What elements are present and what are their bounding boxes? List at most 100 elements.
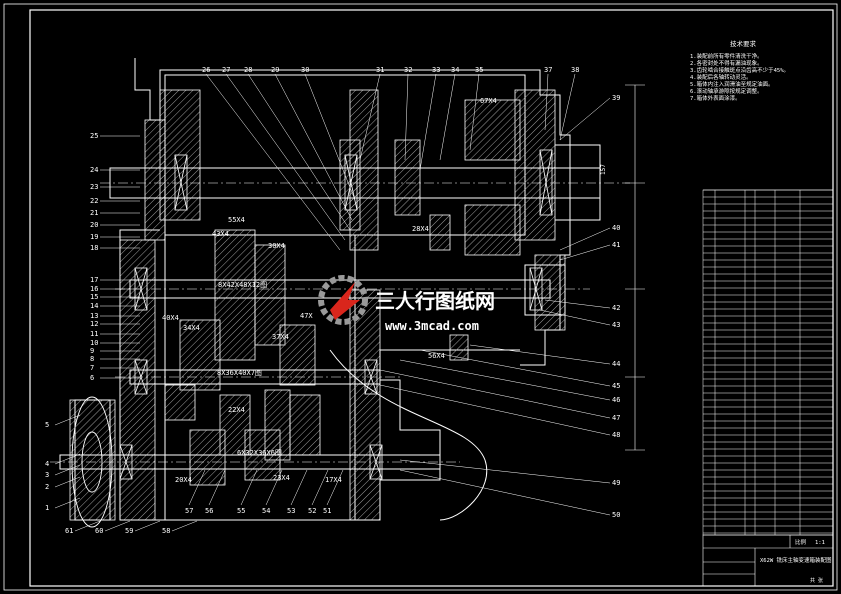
leader-line — [225, 73, 346, 241]
note-line: 3.齿轮啮合接触斑点沿齿高不少于45%。 — [690, 66, 789, 74]
callout-left-9: 9 — [90, 347, 94, 355]
arrow-logo-icon — [330, 282, 360, 320]
callout-right-45: 45 — [612, 382, 620, 390]
leader-line — [290, 469, 308, 506]
callout-left-23: 23 — [90, 183, 98, 191]
callout-right-48: 48 — [612, 431, 620, 439]
callout-left-10: 10 — [90, 339, 98, 347]
callout-left-22: 22 — [90, 197, 98, 205]
leader-line — [359, 73, 381, 161]
leader-line — [54, 476, 81, 488]
gear-label: 67X4 — [480, 97, 497, 105]
leader-line — [208, 469, 226, 506]
shaft-spec-label: 8X42X48X12图 — [218, 281, 267, 289]
gear-label: 30X4 — [268, 242, 285, 250]
leader-line — [134, 520, 161, 532]
leader-line — [399, 359, 611, 401]
callout-right-47: 47 — [612, 414, 620, 422]
leader-line — [304, 73, 356, 201]
callout-left-15: 15 — [90, 293, 98, 301]
watermark-logo: 三人行图纸网 www.3mcad.com — [318, 275, 495, 333]
callout-left-18: 18 — [90, 244, 98, 252]
callout-left-24: 24 — [90, 166, 98, 174]
gear-label: 37X4 — [272, 333, 289, 341]
callout-bottom-57: 57 — [185, 507, 193, 515]
callout-bottom-52: 52 — [308, 507, 316, 515]
leader-line — [326, 469, 344, 506]
leader-line — [265, 469, 283, 506]
leader-line — [559, 97, 611, 141]
callout-bottom-56: 56 — [205, 507, 213, 515]
leader-line — [188, 469, 206, 506]
leader-line — [247, 73, 351, 231]
scale-label: 比例 — [795, 538, 807, 546]
gear-labels: 67X455X443X430X428X440X434X447X37X456X42… — [162, 97, 497, 484]
callout-top-35: 35 — [475, 66, 483, 74]
callout-top-34: 34 — [451, 66, 459, 74]
callout-right-44: 44 — [612, 360, 620, 368]
leader-line — [379, 384, 611, 436]
leader-line — [74, 520, 101, 532]
leader-line — [419, 73, 437, 171]
gears — [164, 139, 469, 486]
leader-lines — [54, 73, 611, 532]
leader-line — [544, 299, 611, 309]
gear-label: 17X4 — [325, 476, 342, 484]
callout-left-17: 17 — [90, 276, 98, 284]
scale-value: 1:1 — [815, 540, 825, 546]
dimension-label-1: 157 — [600, 164, 607, 175]
callout-left-7: 7 — [90, 364, 94, 372]
callout-lower-left-58: 58 — [162, 527, 170, 535]
leader-line — [54, 464, 81, 476]
leader-line — [54, 453, 81, 465]
pulley — [71, 396, 113, 528]
note-line: 7.箱体外表面涂漆。 — [690, 94, 741, 102]
callout-lower-left-59: 59 — [125, 527, 133, 535]
callout-left-11: 11 — [90, 330, 98, 338]
callout-right-50: 50 — [612, 511, 620, 519]
leader-line — [539, 309, 611, 326]
callout-top-33: 33 — [432, 66, 440, 74]
watermark-url: www.3mcad.com — [385, 319, 479, 333]
watermark-brand: 三人行图纸网 — [375, 289, 495, 313]
note-line: 6.滚动轴承游隙按规定调整。 — [690, 87, 763, 95]
callout-top-29: 29 — [271, 66, 279, 74]
leader-line — [104, 520, 131, 532]
gear-label: 56X4 — [428, 352, 445, 360]
callout-right-46: 46 — [612, 396, 620, 404]
shaft-spec-label: 6X32X36X6图 — [237, 449, 282, 457]
callout-bottom-55: 55 — [237, 507, 245, 515]
technical-notes: 技术要求 1.装配前所有零件清洗干净。2.各密封处不得有漏油现象。3.齿轮啮合接… — [690, 39, 789, 102]
callout-lower-left-3: 3 — [45, 471, 49, 479]
callout-lower-left-1: 1 — [45, 504, 49, 512]
leader-line — [274, 73, 353, 221]
gear-label: 22X4 — [228, 406, 245, 414]
note-line: 5.箱体内注入润滑油至规定油面。 — [690, 80, 774, 88]
callout-right-42: 42 — [612, 304, 620, 312]
note-line: 4.装配后各轴转动灵活。 — [690, 73, 752, 81]
leader-line — [559, 73, 576, 141]
callout-left-12: 12 — [90, 320, 98, 328]
leader-line — [240, 469, 258, 506]
gear-label: 34X4 — [183, 324, 200, 332]
callout-right-39: 39 — [612, 94, 620, 102]
callout-lower-left-60: 60 — [95, 527, 103, 535]
callout-left-13: 13 — [90, 312, 98, 320]
gear-label: 28X4 — [412, 225, 429, 233]
leader-line — [559, 227, 611, 251]
leader-line — [469, 344, 611, 365]
callout-top-30: 30 — [301, 66, 309, 74]
callout-top-26: 26 — [202, 66, 210, 74]
drawing-title: X62W 铣床主轴变速箱装配图 — [760, 556, 832, 564]
note-line: 1.装配前所有零件清洗干净。 — [690, 52, 763, 60]
callout-lower-left-61: 61 — [65, 527, 73, 535]
leader-line — [544, 73, 549, 131]
callout-left-8: 8 — [90, 355, 94, 363]
leader-line — [399, 469, 611, 516]
leader-line — [311, 469, 329, 506]
callout-top-38: 38 — [571, 66, 579, 74]
